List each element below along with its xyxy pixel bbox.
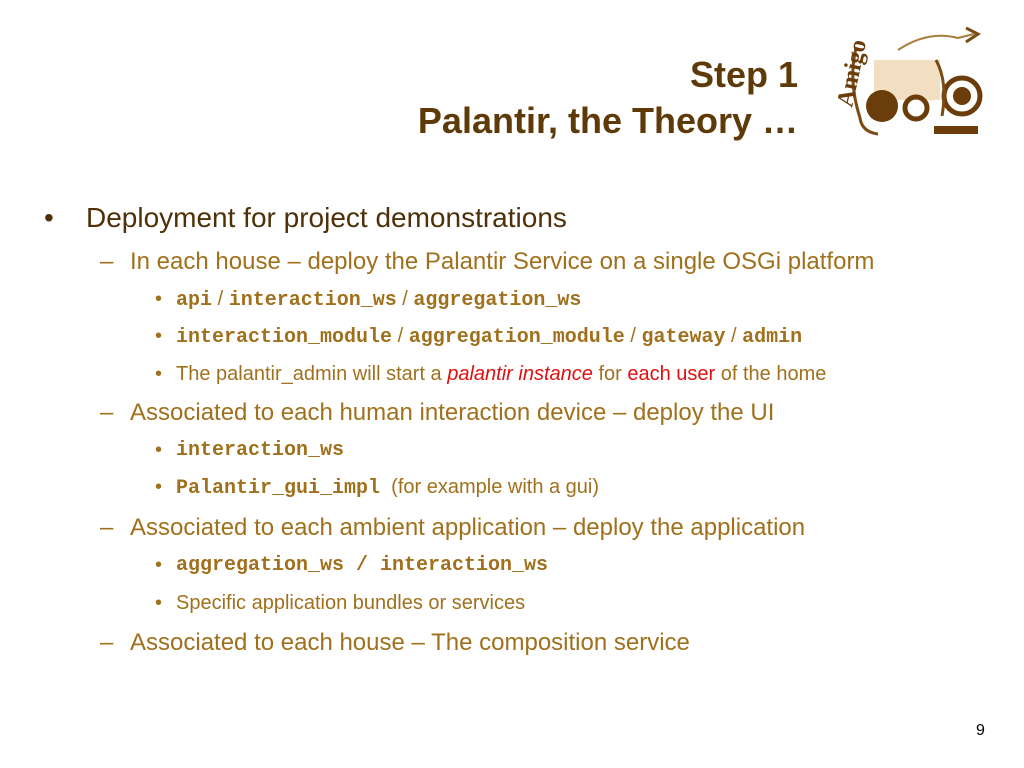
bullet-human-interaction: Associated to each human interaction dev… [130, 399, 775, 426]
code-aggregation-ws: aggregation_ws [413, 289, 582, 312]
text-segment: (for example with a gui) [380, 476, 600, 498]
dot-marker: • [155, 592, 163, 614]
text-segment: for [592, 363, 628, 385]
dot-marker: • [155, 554, 163, 576]
code-interaction-module: interaction_module [176, 326, 393, 349]
dash-marker: – [100, 514, 114, 541]
code-aggregation-interaction: aggregation_ws / interaction_ws [176, 554, 549, 577]
bullet-modules-line: interaction_module / aggregation_module … [176, 325, 802, 349]
dot-marker: • [155, 439, 163, 461]
amigo-logo: Amigo [838, 22, 988, 142]
code-aggregation-module: aggregation_module [408, 326, 625, 349]
bullet-deployment: Deployment for project demonstrations [86, 202, 567, 233]
bullet-ambient-application: Associated to each ambient application –… [130, 514, 806, 541]
separator: / [212, 288, 229, 310]
code-api: api [176, 289, 213, 312]
dot-marker: • [155, 288, 163, 310]
title-line-1: Step 1 [689, 54, 798, 95]
code-palantir-gui-impl: Palantir_gui_impl [176, 477, 381, 500]
dot-marker: • [155, 325, 163, 347]
bullet-palantir-admin: The palantir_admin will start a palantir… [176, 363, 826, 386]
code-gateway: gateway [641, 326, 726, 349]
title-line-2: Palantir, the Theory … [417, 100, 798, 141]
bullet-composition-service: Associated to each house – The compositi… [130, 629, 690, 656]
separator: / [396, 288, 414, 310]
bullet-api-line: api / interaction_ws / aggregation_ws [176, 288, 581, 312]
dot-marker: • [155, 363, 163, 385]
separator: / [624, 325, 642, 347]
text-segment: The palantir_admin will start a [176, 363, 448, 385]
separator: / [392, 325, 409, 347]
separator: / [725, 325, 743, 347]
bullet-gui-impl: Palantir_gui_impl (for example with a gu… [176, 476, 599, 500]
bullet-each-house: In each house – deploy the Palantir Serv… [130, 248, 875, 275]
emphasis-each-user: each user [627, 363, 716, 385]
dot-marker: • [155, 476, 163, 498]
bullet-marker: • [44, 202, 54, 233]
page-number: 9 [976, 722, 985, 739]
dash-marker: – [100, 629, 114, 656]
dash-marker: – [100, 248, 114, 275]
code-interaction-ws: interaction_ws [228, 289, 397, 312]
dash-marker: – [100, 399, 114, 426]
text-segment: of the home [715, 363, 827, 385]
emphasis-palantir-instance: palantir instance [447, 363, 593, 385]
code-interaction-ws-2: interaction_ws [176, 439, 345, 462]
code-admin: admin [742, 326, 803, 349]
bullet-specific-bundles: Specific application bundles or services [176, 592, 526, 614]
slide-title: Step 1 Palantir, the Theory … [418, 52, 798, 144]
